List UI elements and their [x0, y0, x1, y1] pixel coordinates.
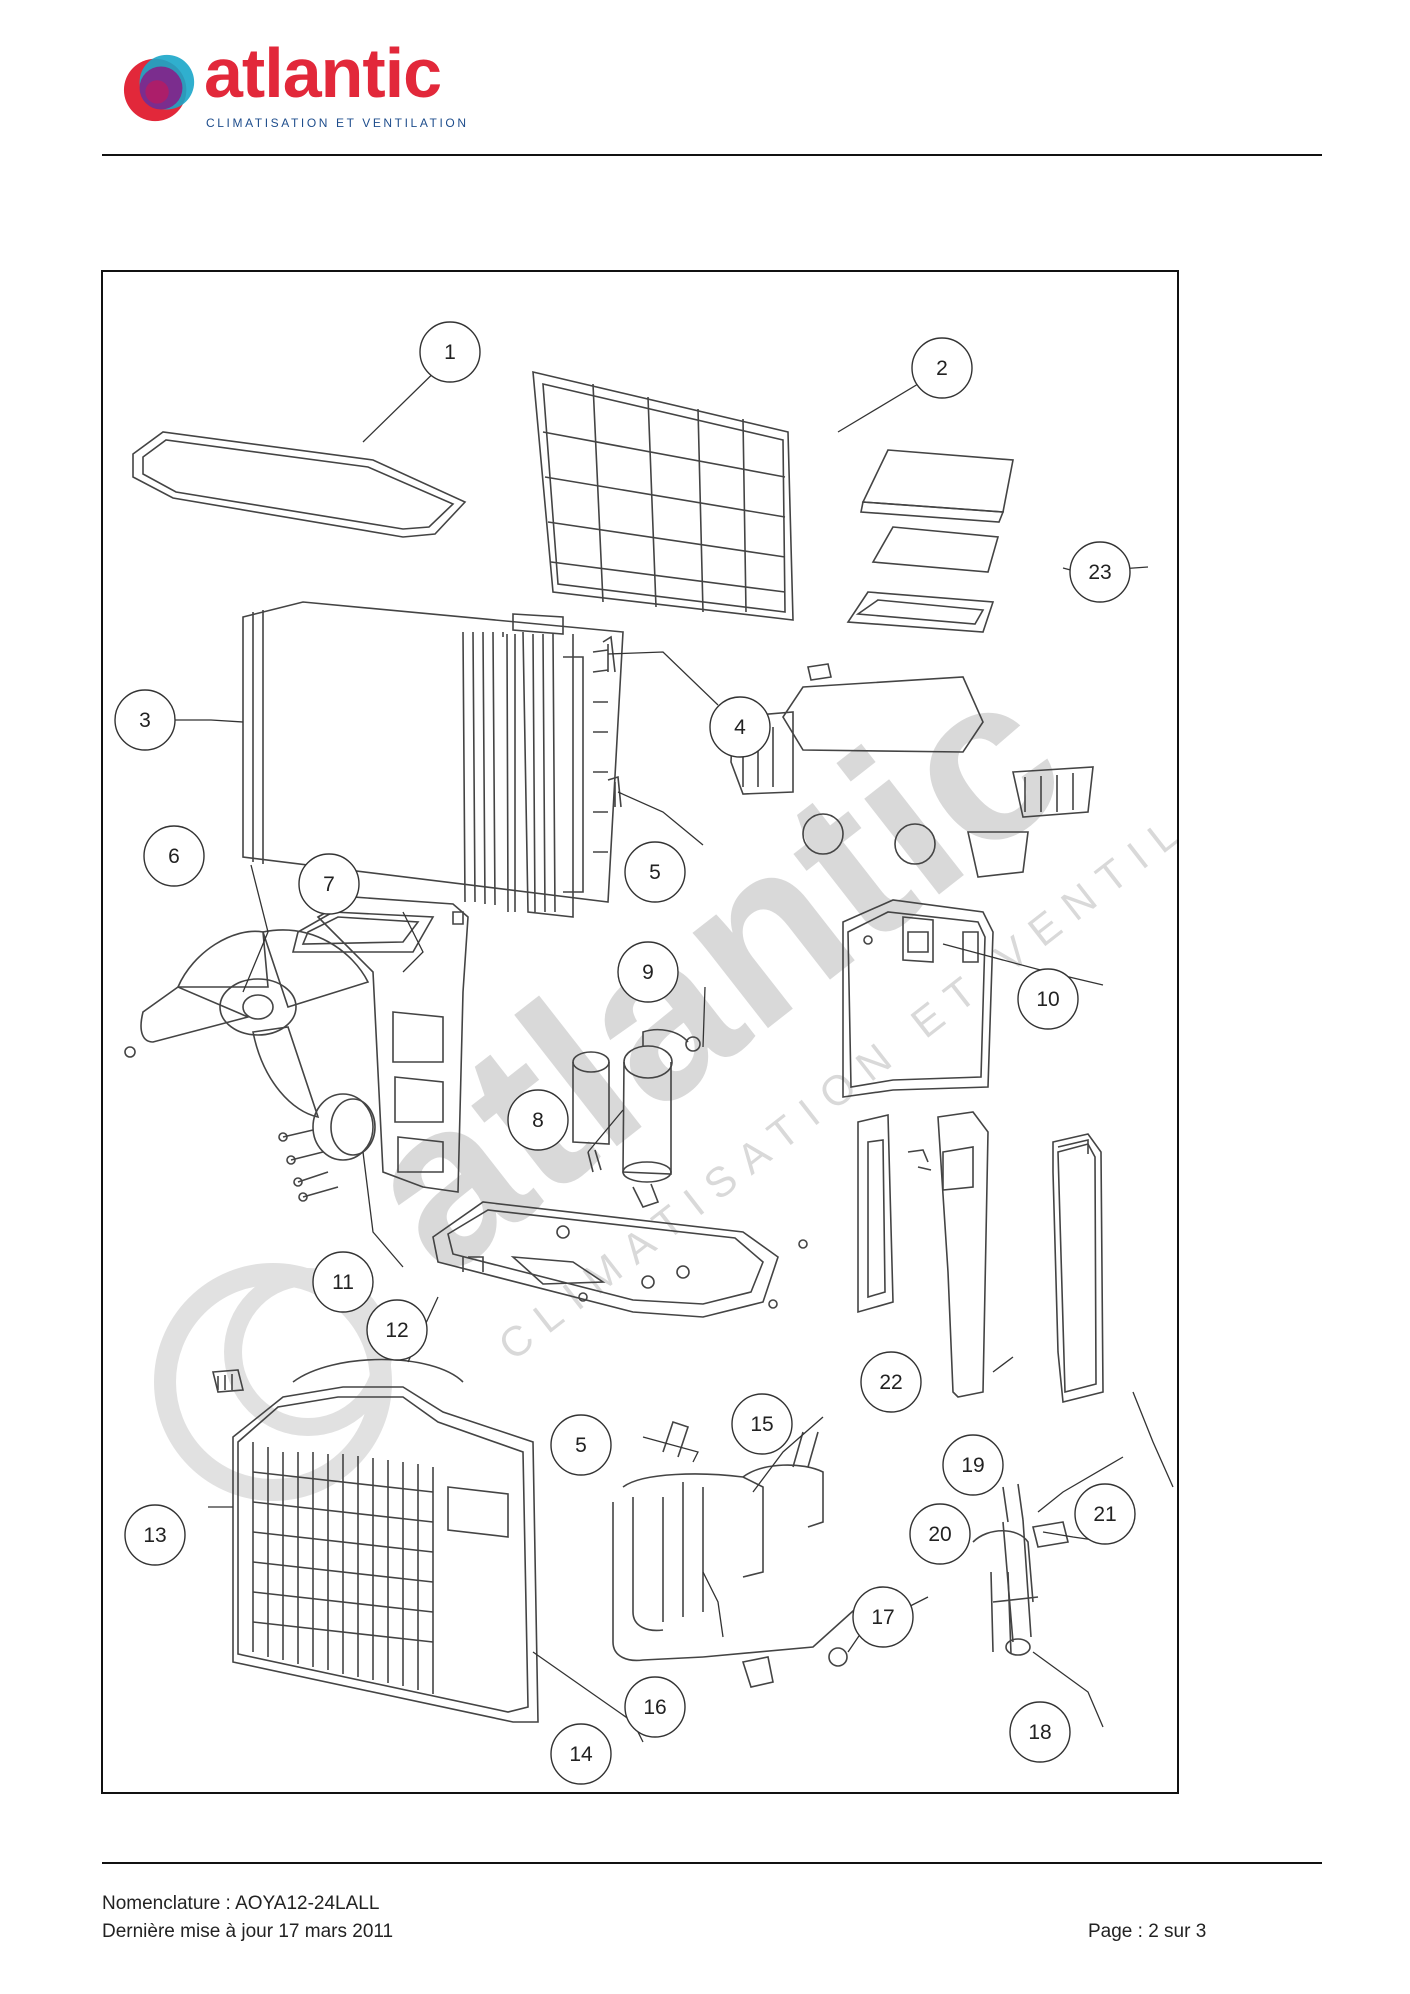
callout-1: 1: [419, 321, 481, 383]
callout-7: 7: [298, 853, 360, 915]
footer-update-date: Dernière mise à jour 17 mars 2011: [102, 1921, 394, 1942]
part-sensors: [602, 635, 622, 808]
part-condenser-coil: [242, 601, 624, 918]
callout-11: 11: [312, 1251, 374, 1313]
callout-8: 8: [507, 1089, 569, 1151]
svg-text:19: 19: [961, 1454, 984, 1477]
svg-text:7: 7: [323, 873, 335, 896]
svg-text:12: 12: [385, 1319, 408, 1342]
svg-text:22: 22: [879, 1371, 902, 1394]
callout-17: 17: [852, 1586, 914, 1648]
svg-text:20: 20: [928, 1523, 951, 1546]
callout-3: 3: [114, 689, 176, 751]
callout-15: 15: [731, 1393, 793, 1455]
atlantic-logo: atlantic CLIMATISATION ET VENTILATION: [122, 38, 492, 134]
part-front-panel: [211, 1358, 539, 1723]
diagram-canvas: atlantic CLIMATISATION ET VENTILATION: [114, 321, 1177, 1785]
part-compressor: [572, 1028, 701, 1208]
part-piping: [612, 1420, 864, 1688]
part-side-cover: [1052, 1133, 1104, 1404]
svg-text:6: 6: [168, 845, 180, 868]
callout-9: 9: [617, 941, 679, 1003]
svg-text:17: 17: [871, 1606, 894, 1629]
callout-18: 18: [1009, 1701, 1071, 1763]
watermark: atlantic CLIMATISATION ET VENTILATION: [154, 622, 1177, 1501]
part-motor-bracket: [291, 896, 469, 1193]
callout-6: 6: [143, 825, 205, 887]
svg-text:2: 2: [936, 357, 948, 380]
callout-4: 4: [709, 696, 771, 758]
callout-22: 22: [860, 1351, 922, 1413]
part-top-panel: [132, 431, 467, 538]
header-divider: [102, 154, 1322, 156]
svg-text:23: 23: [1088, 561, 1111, 584]
footer-page-number: Page : 2 sur 3: [1088, 1921, 1207, 1942]
svg-text:8: 8: [532, 1109, 544, 1132]
svg-text:9: 9: [642, 961, 654, 984]
callout-16: 16: [624, 1676, 686, 1738]
callout-21: 21: [1074, 1483, 1136, 1545]
callout-13: 13: [124, 1504, 186, 1566]
svg-text:15: 15: [750, 1413, 773, 1436]
svg-text:3: 3: [139, 709, 151, 732]
callout-20: 20: [909, 1503, 971, 1565]
brand-name: atlantic: [204, 34, 442, 112]
footer-nomenclature: Nomenclature : AOYA12-24LALL: [102, 1893, 380, 1914]
callout-19: 19: [942, 1434, 1004, 1496]
part-base-pan: [432, 1201, 808, 1318]
brand-tagline: CLIMATISATION ET VENTILATION: [206, 116, 469, 130]
callout-14: 14: [550, 1723, 612, 1785]
svg-text:5: 5: [575, 1434, 587, 1457]
svg-text:1: 1: [444, 341, 456, 364]
svg-text:11: 11: [332, 1271, 354, 1294]
parts-drawing: [124, 370, 1104, 1723]
part-screw: [587, 1149, 602, 1173]
part-partition-panels: [857, 1111, 989, 1398]
svg-text:5: 5: [649, 861, 661, 884]
callout-5b: 5: [550, 1414, 612, 1476]
svg-text:18: 18: [1028, 1721, 1051, 1744]
svg-text:10: 10: [1036, 988, 1059, 1011]
logo-mark-icon: [123, 54, 195, 122]
part-electrical-box: [730, 449, 1094, 878]
svg-text:4: 4: [734, 716, 746, 739]
part-side-panel: [842, 899, 994, 1098]
callout-23: 23: [1069, 541, 1131, 603]
footer-divider: [102, 1862, 1322, 1864]
part-reversing-valve: [972, 1483, 1069, 1656]
callout-12: 12: [366, 1299, 428, 1361]
svg-text:16: 16: [643, 1696, 666, 1719]
callout-5: 5: [624, 841, 686, 903]
svg-text:13: 13: [143, 1524, 166, 1547]
svg-text:21: 21: [1093, 1503, 1116, 1526]
part-rear-grille: [532, 370, 794, 621]
callout-2: 2: [911, 337, 973, 399]
part-fan-motor: [278, 1093, 376, 1202]
part-propeller-fan: [124, 929, 370, 1119]
callout-bubbles: 1 2 3 4 5 6 7 8 9 10 11 12 13 14 5 15 16…: [114, 321, 1136, 1785]
exploded-view-diagram: atlantic CLIMATISATION ET VENTILATION: [101, 270, 1179, 1794]
callout-10: 10: [1017, 968, 1079, 1030]
svg-text:14: 14: [569, 1743, 593, 1766]
